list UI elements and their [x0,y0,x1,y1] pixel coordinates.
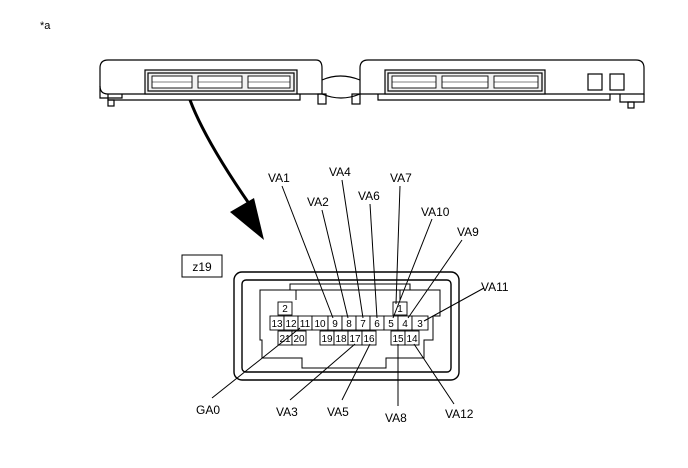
figure-note: *a [40,20,51,32]
pin-11: 11 [300,319,311,330]
label-ga0: GA0 [196,403,220,417]
label-va12: VA12 [445,407,474,421]
pin-13: 13 [271,319,283,330]
pin-20: 20 [293,334,305,345]
connector-inner-housing [259,283,441,369]
pin-4: 4 [402,319,408,330]
label-va3: VA3 [276,405,298,419]
label-va8: VA8 [385,411,407,425]
pin-15: 15 [392,334,404,345]
leader-lines [211,179,485,406]
label-va10: VA10 [421,205,450,219]
label-va9: VA9 [457,225,479,239]
pin-labels: 1 2 3 4 5 6 7 8 9 10 11 12 13 14 15 16 1… [271,304,423,345]
pin-cells [269,301,429,346]
ecu-bridge [321,75,361,81]
pin-2: 2 [282,304,288,315]
label-va6: VA6 [358,189,380,203]
pin-14: 14 [406,334,418,345]
pin-18: 18 [335,334,347,345]
pin-10: 10 [314,319,326,330]
pin-1: 1 [397,304,403,315]
label-va11: VA11 [481,280,509,294]
label-va5: VA5 [327,405,349,419]
connector-code: z19 [192,260,212,274]
connector-code-box [181,254,223,278]
label-va2: VA2 [307,195,329,209]
pin-8: 8 [346,319,352,330]
pointer-arrow [188,99,264,240]
pin-6: 6 [374,319,380,330]
pin-5: 5 [388,319,394,330]
pin-3: 3 [417,319,423,330]
pin-19: 19 [321,334,333,345]
label-va7: VA7 [390,171,412,185]
pin-16: 16 [363,334,375,345]
pin-17: 17 [349,334,361,345]
ecu-left-tab [99,86,123,99]
callout-labels: VA1 VA2 VA4 VA6 VA7 VA10 VA9 VA11 GA0 VA… [196,165,509,425]
pin-9: 9 [332,319,338,330]
label-va1: VA1 [268,171,290,185]
pin-7: 7 [360,319,366,330]
label-va4: VA4 [329,165,351,179]
pin-12: 12 [285,319,297,330]
